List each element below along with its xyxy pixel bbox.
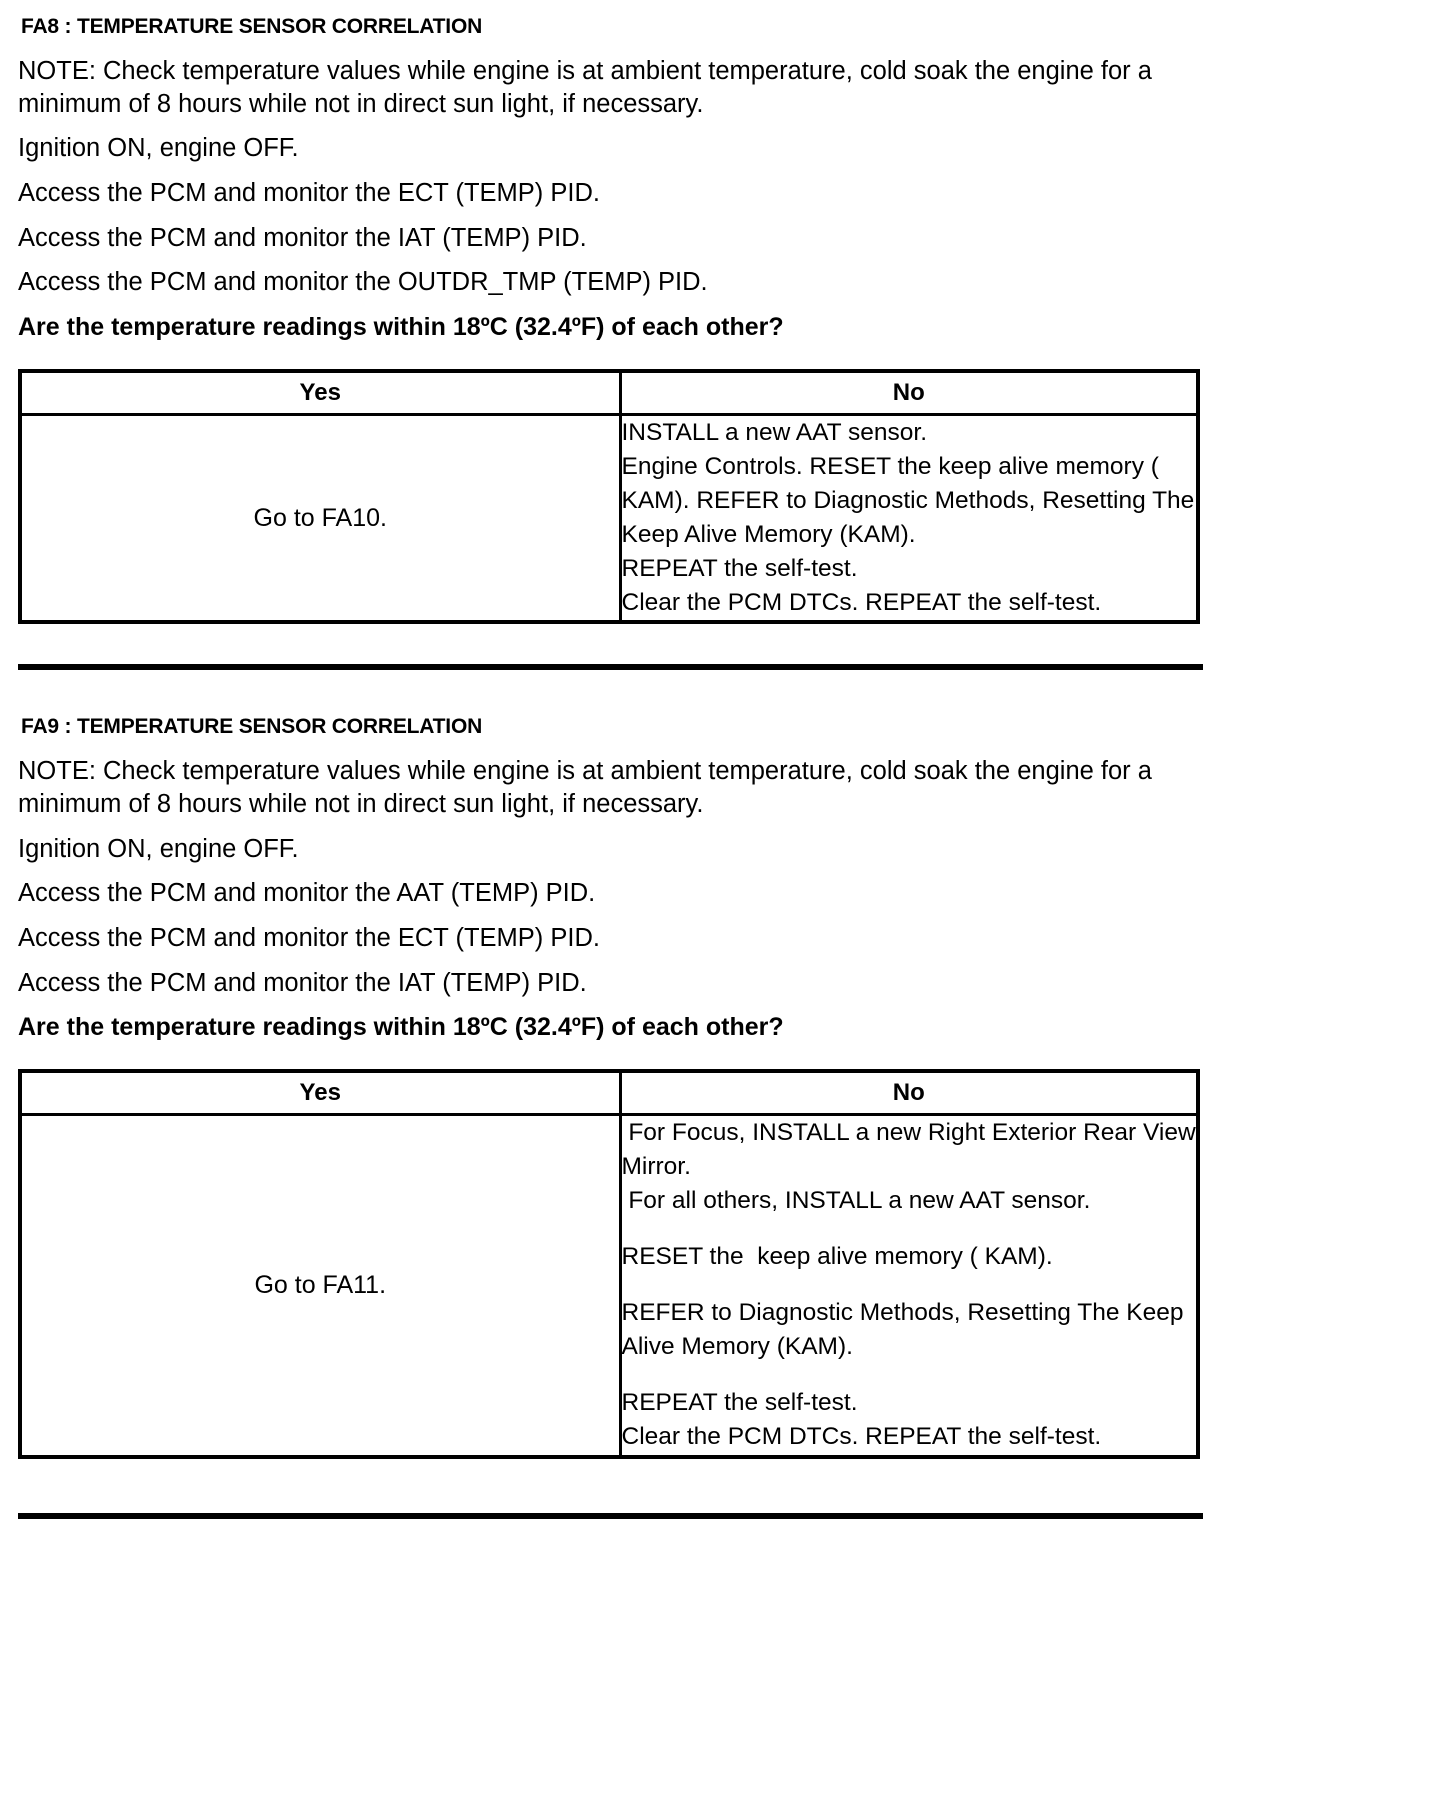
section-divider-fa8 (18, 664, 1203, 671)
decision-table-fa8: Yes No Go to FA10. INSTALL a new AAT sen… (18, 368, 1202, 625)
no-action-line: REFER to Diagnostic Methods, Resetting T… (621, 1299, 1189, 1361)
no-action-cell-fa8: INSTALL a new AAT sensor. Engine Control… (618, 412, 1202, 624)
section-note-fa9: NOTE: Check temperature values while eng… (18, 757, 1152, 819)
yes-action-fa8: Go to FA10. (18, 412, 622, 624)
column-header-no: No (618, 369, 1200, 416)
no-action-cell-fa9: For Focus, INSTALL a new Right Exterior … (618, 1113, 1203, 1459)
step-fa9-1: Ignition ON, engine OFF. (18, 834, 299, 863)
step-fa8-1: Ignition ON, engine OFF. (18, 134, 299, 163)
section-title-fa8: FA8 : TEMPERATURE SENSOR CORRELATION (21, 15, 483, 38)
table-row: Go to FA10. INSTALL a new AAT sensor. En… (18, 412, 1202, 624)
column-header-yes: Yes (18, 1069, 622, 1117)
table-header-row: Yes No (18, 369, 1200, 416)
step-fa9-2: Access the PCM and monitor the AAT (TEMP… (18, 879, 596, 908)
column-header-no: No (618, 1069, 1200, 1117)
no-action-line: For Focus, INSTALL a new Right Exterior … (621, 1119, 1203, 1181)
step-fa8-3: Access the PCM and monitor the IAT (TEMP… (18, 223, 587, 252)
step-fa9-3: Access the PCM and monitor the ECT (TEMP… (18, 923, 600, 952)
section-note-fa8: NOTE: Check temperature values while eng… (18, 57, 1152, 118)
step-fa9-4: Access the PCM and monitor the IAT (TEMP… (18, 968, 587, 997)
no-action-line: REPEAT the self-test. (621, 555, 858, 583)
no-action-line: For all others, INSTALL a new AAT sensor… (621, 1187, 1091, 1215)
section-fa8: FA8 : TEMPERATURE SENSOR CORRELATION NOT… (18, 14, 1400, 671)
section-divider-fa9 (18, 1512, 1203, 1519)
no-action-line: Clear the PCM DTCs. REPEAT the self-test… (621, 1423, 1102, 1451)
question-fa8: Are the temperature readings within 18ºC… (18, 312, 784, 341)
step-fa8-2: Access the PCM and monitor the ECT (TEMP… (18, 179, 600, 208)
no-action-line: REPEAT the self-test. (621, 1389, 858, 1417)
step-fa8-4: Access the PCM and monitor the OUTDR_TMP… (18, 268, 708, 297)
no-action-line: Engine Controls. RESET the keep alive me… (621, 452, 1202, 549)
no-action-line: RESET the keep alive memory ( KAM). (621, 1243, 1053, 1271)
section-fa9: FA9 : TEMPERATURE SENSOR CORRELATION NOT… (18, 714, 1400, 1519)
no-action-line: Clear the PCM DTCs. REPEAT the self-test… (621, 589, 1102, 617)
question-fa9: Are the temperature readings within 18ºC… (18, 1013, 784, 1042)
decision-table-fa9: Yes No Go to FA11. For Focus, INSTALL a … (18, 1069, 1203, 1459)
column-header-yes: Yes (18, 369, 622, 416)
no-action-line: INSTALL a new AAT sensor. (621, 418, 928, 446)
table-header-row: Yes No (18, 1069, 1200, 1117)
table-row: Go to FA11. For Focus, INSTALL a new Rig… (18, 1113, 1203, 1459)
section-spacer (18, 670, 1400, 714)
yes-action-fa9: Go to FA11. (18, 1113, 622, 1459)
section-title-fa9: FA9 : TEMPERATURE SENSOR CORRELATION (21, 715, 483, 739)
